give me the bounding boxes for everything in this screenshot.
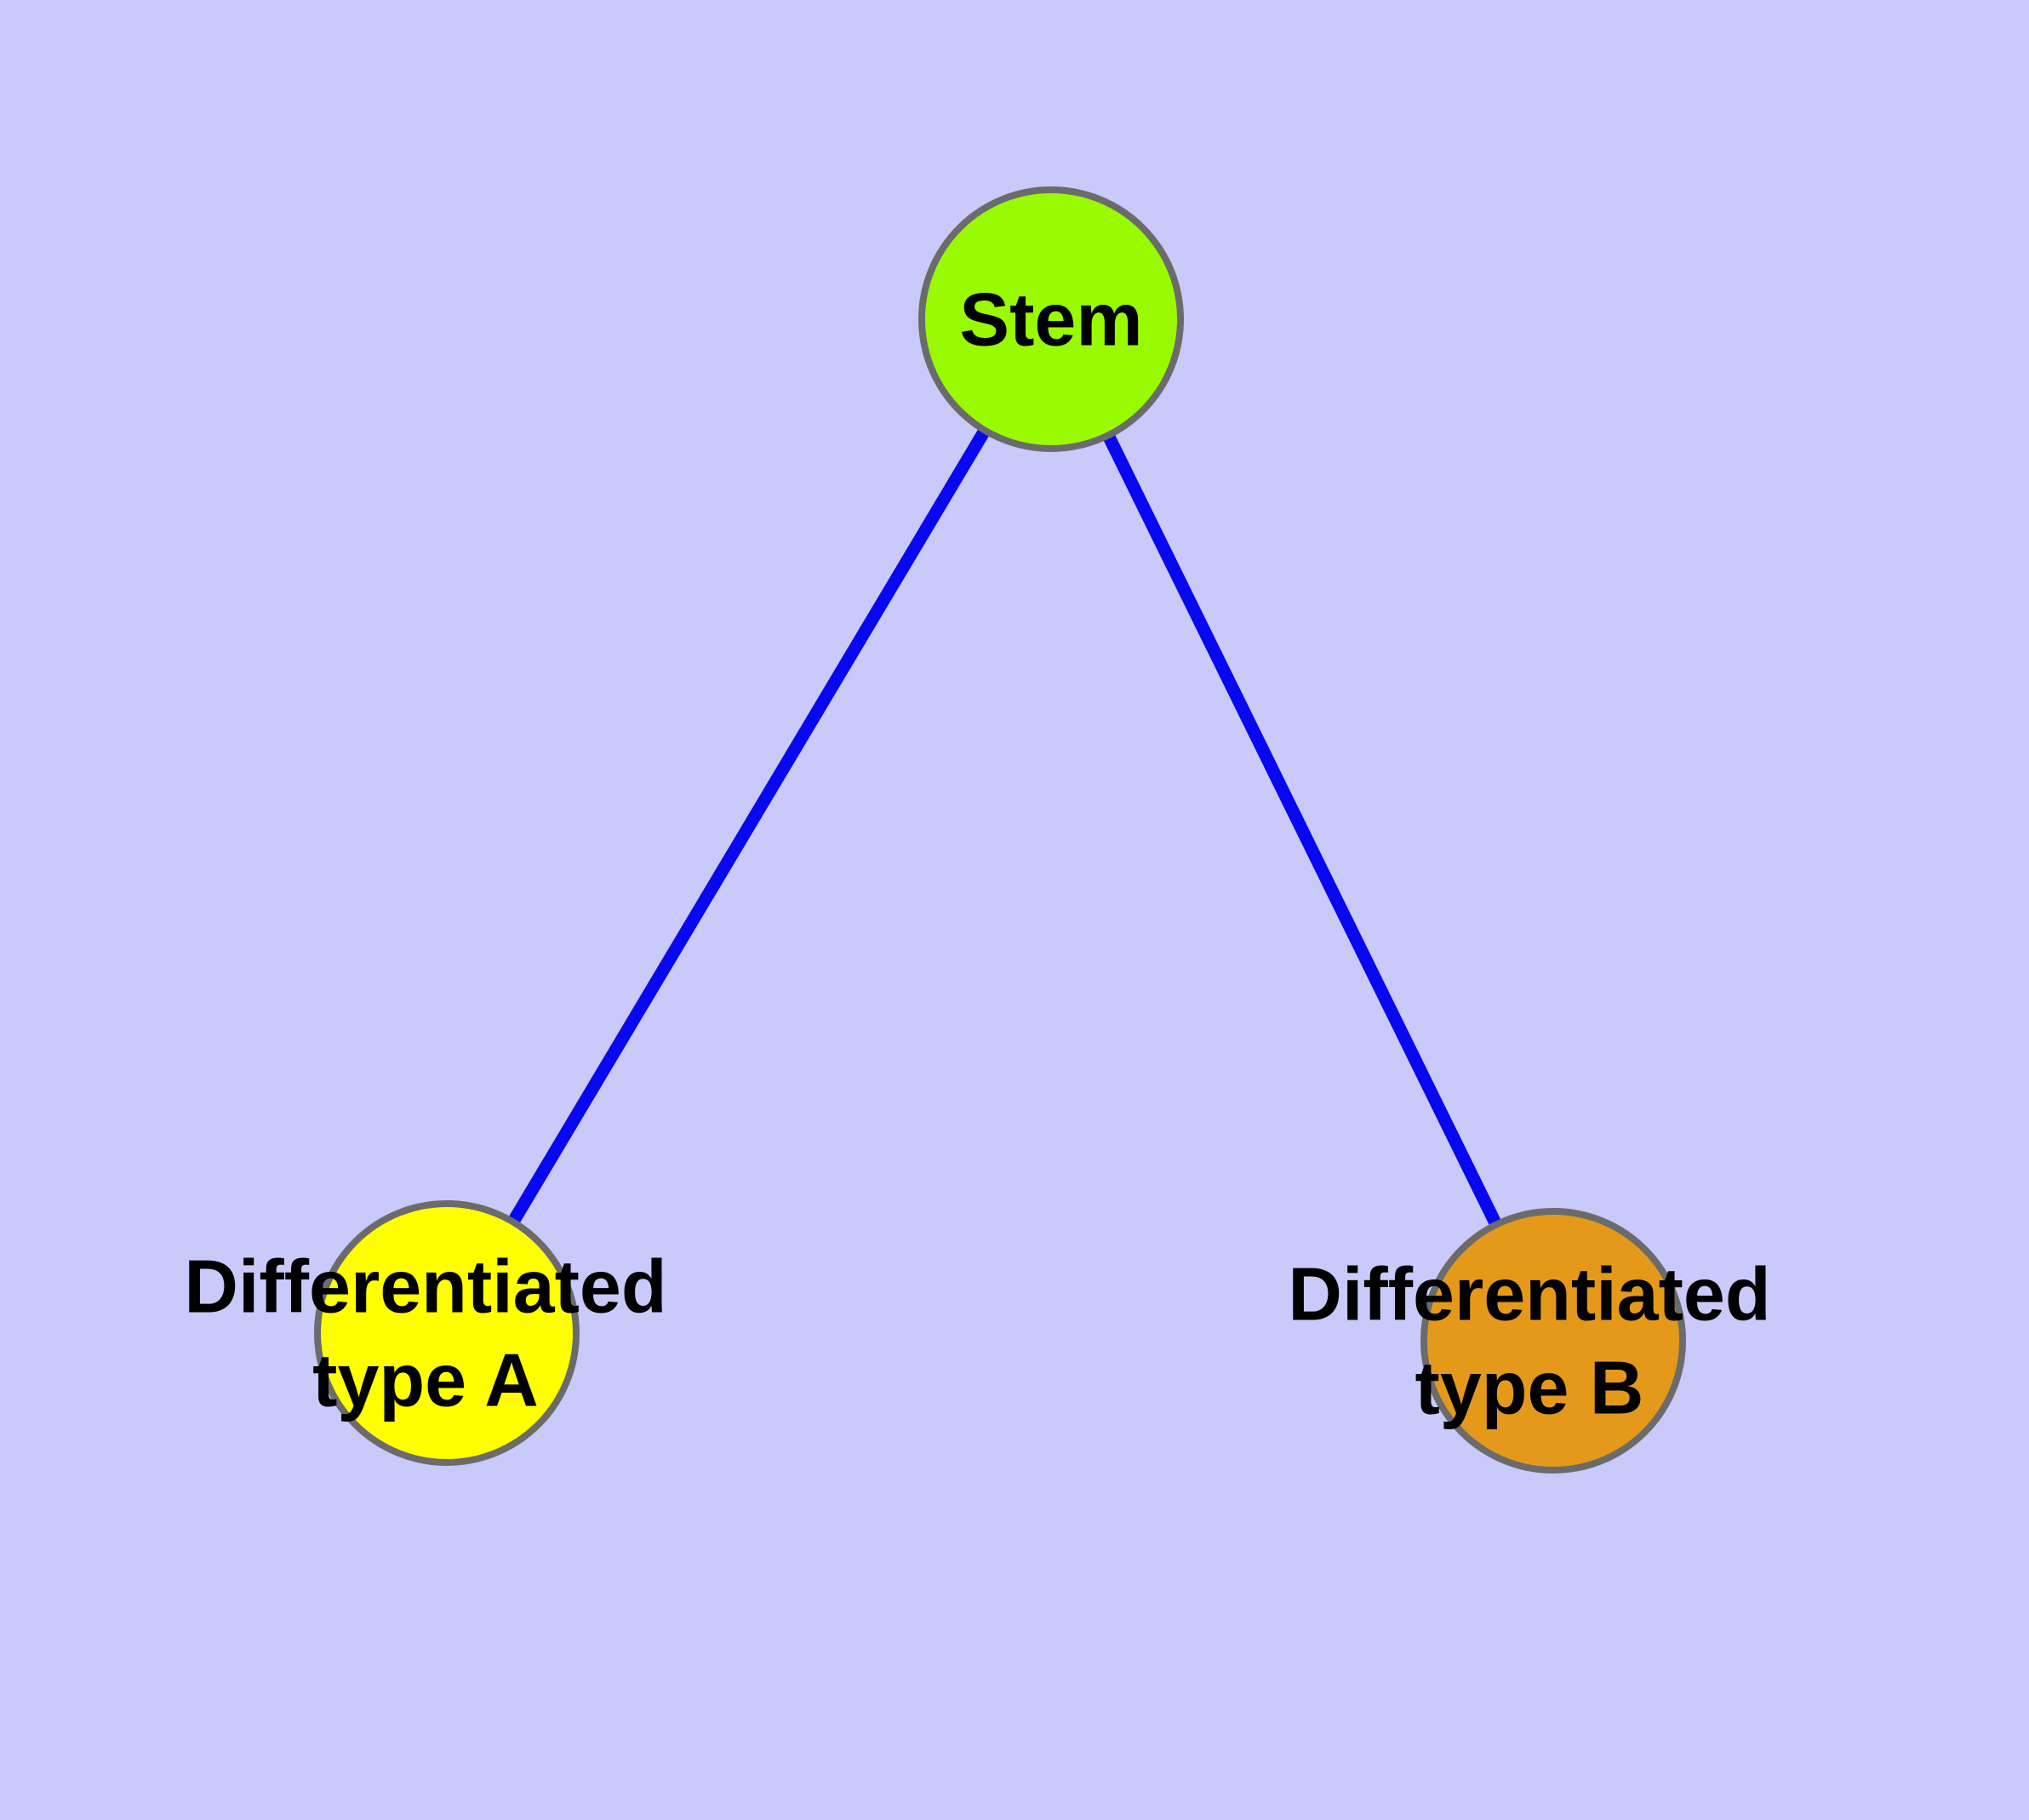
node-stem (918, 186, 1184, 452)
node-diff-b-label-line-1: Differentiated (1288, 1252, 1770, 1336)
node-stem-label-line-1: Stem (959, 278, 1142, 362)
node-diff-a-label-line-1: Differentiated (184, 1245, 666, 1329)
node-diff-b-label-line-2: type B (1415, 1346, 1644, 1430)
edge-stem-to-diff-b (1045, 316, 1559, 1344)
edges-layer (441, 316, 1559, 1344)
edge-stem-to-diff-a (441, 316, 1057, 1336)
node-diff-a (314, 1200, 580, 1466)
node-stem-label: Stem (959, 278, 1142, 362)
node-diff-b (1420, 1208, 1686, 1474)
nodes-layer (314, 186, 1686, 1474)
node-diff-b-label: Differentiated type B (1288, 1252, 1770, 1430)
node-diff-a-label-line-2: type A (312, 1338, 539, 1422)
node-diff-a-label: Differentiated type A (184, 1245, 666, 1422)
